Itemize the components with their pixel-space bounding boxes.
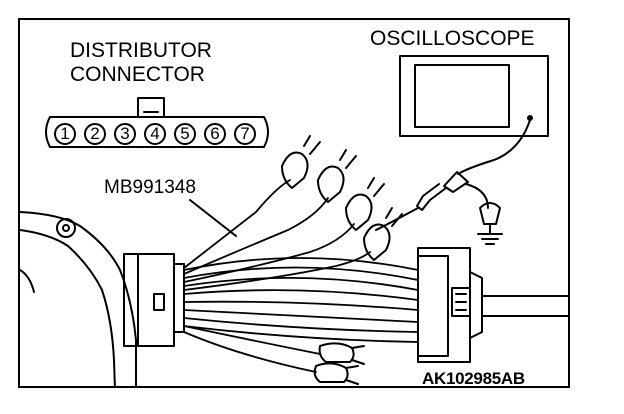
harness-connector-left	[123, 253, 185, 347]
connector-pin-4: 4	[144, 123, 166, 145]
connector-pin-6: 6	[204, 123, 226, 145]
connector-pin-7: 7	[234, 123, 256, 145]
lower-branch-leads	[183, 325, 321, 373]
distributor-title-line1: DISTRIBUTOR	[70, 39, 212, 62]
connector-outline	[45, 97, 269, 148]
connector-pin-1: 1	[54, 123, 76, 145]
distributor-title-line2: CONNECTOR	[70, 63, 205, 86]
oscilloscope	[399, 55, 549, 175]
connector-pin-2: 2	[84, 123, 106, 145]
distributor-housing	[20, 211, 137, 386]
probe-lead	[375, 171, 489, 231]
oscilloscope-label: OSCILLOSCOPE	[370, 27, 535, 50]
tool-leader-line	[189, 199, 237, 237]
connector-pin-3: 3	[114, 123, 136, 145]
ground-lamp	[477, 202, 503, 245]
alligator-clips-upper	[281, 135, 403, 261]
upper-branch-leads	[183, 179, 371, 291]
harness-connector-right	[417, 247, 568, 363]
figure-code: AK102985AB	[422, 369, 525, 388]
tool-number-label: MB991348	[104, 177, 196, 198]
alligator-clips-lower	[313, 342, 365, 385]
diagram-artwork	[20, 55, 568, 386]
harness-wires	[183, 257, 419, 343]
connector-pin-5: 5	[174, 123, 196, 145]
diagram-frame: DISTRIBUTOR CONNECTOR OSCILLOSCOPE MB991…	[18, 18, 570, 388]
